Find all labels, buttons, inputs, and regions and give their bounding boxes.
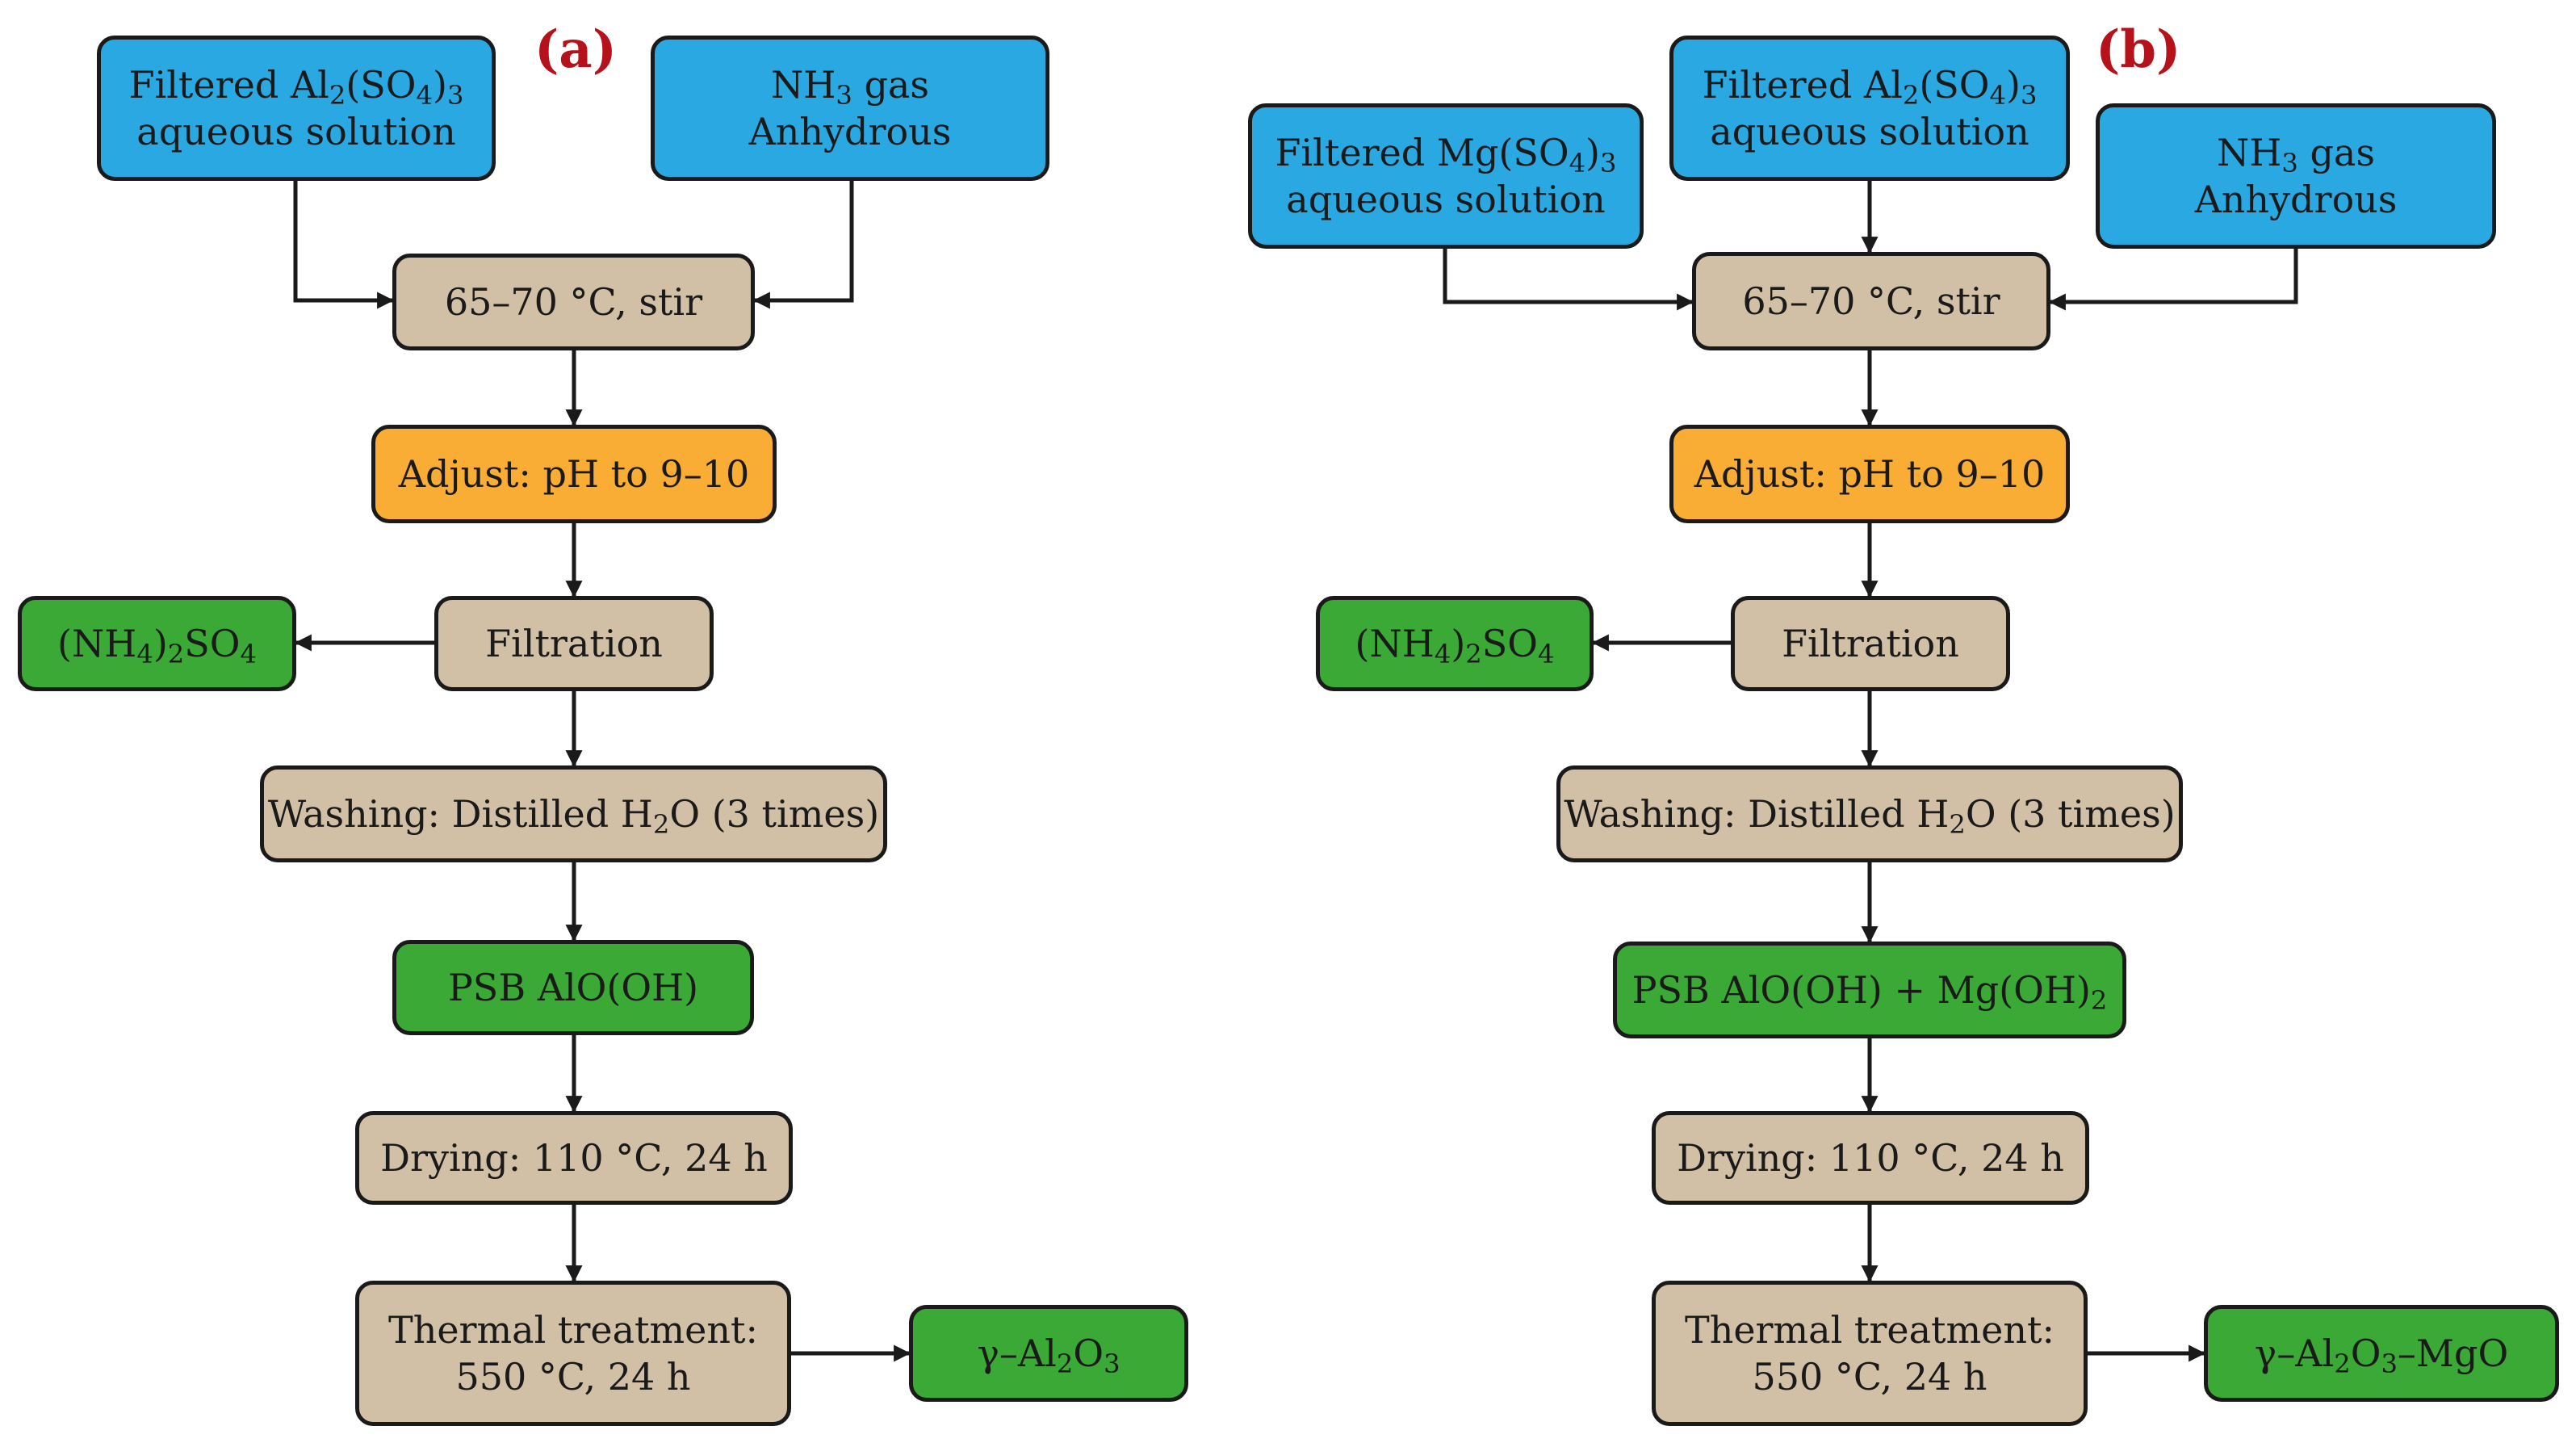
node-text: PSB AlO(OH) + Mg(OH)2: [1632, 967, 2108, 1013]
node-text-line: aqueous solution: [136, 110, 456, 153]
node-text-line: γ–Al2O3–MgO: [2254, 1332, 2509, 1380]
node-text-line: NH3 gas: [2217, 131, 2375, 179]
node-text-line: Filtration: [485, 622, 663, 665]
node-a-psb: PSB AlO(OH): [392, 940, 754, 1035]
node-b-filtration: Filtration: [1731, 596, 2010, 691]
node-text: Thermal treatment:550 °C, 24 h: [388, 1306, 758, 1400]
node-b-byproduct: (NH4)2SO4: [1316, 596, 1594, 691]
node-text-line: PSB AlO(OH) + Mg(OH)2: [1631, 968, 2108, 1017]
node-b-drying: Drying: 110 °C, 24 h: [1652, 1111, 2089, 1205]
node-text-line: 65–70 °C, stir: [444, 280, 703, 324]
node-a-adjust-ph: Adjust: pH to 9–10: [371, 425, 777, 523]
node-text: Drying: 110 °C, 24 h: [1677, 1135, 2064, 1181]
node-text: PSB AlO(OH): [448, 964, 698, 1011]
node-text: Thermal treatment:550 °C, 24 h: [1685, 1306, 2055, 1400]
node-text-line: Filtered Al2(SO4)3: [128, 63, 464, 111]
node-a-filtration: Filtration: [434, 596, 714, 691]
node-text: Drying: 110 °C, 24 h: [380, 1135, 768, 1181]
connector-b-nh3-to-stir: [2048, 249, 2298, 311]
node-b-thermal: Thermal treatment:550 °C, 24 h: [1652, 1281, 2088, 1426]
node-b-psb: PSB AlO(OH) + Mg(OH)2: [1613, 942, 2126, 1038]
node-b-product: γ–Al2O3–MgO: [2204, 1305, 2559, 1402]
node-text-line: 65–70 °C, stir: [1742, 279, 2000, 323]
node-a-washing: Washing: Distilled H2O (3 times): [260, 765, 887, 862]
node-text: Adjust: pH to 9–10: [399, 451, 750, 497]
node-b-stir: 65–70 °C, stir: [1692, 252, 2050, 350]
panel-label-a: (a): [534, 19, 618, 80]
node-text-line: Adjust: pH to 9–10: [1694, 452, 2046, 496]
node-text-line: Drying: 110 °C, 24 h: [380, 1136, 768, 1180]
node-text-line: Filtered Al2(SO4)3: [1702, 63, 2038, 111]
node-text: (NH4)2SO4: [57, 620, 257, 667]
node-b-adjust-ph: Adjust: pH to 9–10: [1669, 425, 2070, 523]
node-text: Washing: Distilled H2O (3 times): [268, 791, 879, 837]
connector-a-nh3-to-stir: [752, 181, 854, 309]
node-text: γ–Al2O3–MgO: [2255, 1330, 2508, 1377]
node-text: Washing: Distilled H2O (3 times): [1564, 791, 2175, 837]
node-text-line: 550 °C, 24 h: [1752, 1355, 1987, 1399]
node-text: Filtration: [1782, 620, 1959, 667]
node-text: Adjust: pH to 9–10: [1694, 451, 2046, 497]
node-text: 65–70 °C, stir: [1742, 278, 2000, 325]
node-a-byproduct: (NH4)2SO4: [18, 596, 296, 691]
node-text-line: γ–Al2O3: [977, 1332, 1120, 1380]
node-text-line: 550 °C, 24 h: [455, 1355, 691, 1399]
node-text-line: Adjust: pH to 9–10: [398, 452, 750, 496]
node-text-line: aqueous solution: [1710, 110, 2029, 153]
node-b-washing: Washing: Distilled H2O (3 times): [1556, 765, 2183, 862]
node-text-line: Drying: 110 °C, 24 h: [1677, 1136, 2064, 1180]
node-a-thermal: Thermal treatment:550 °C, 24 h: [355, 1281, 791, 1426]
node-text-line: Anhydrous: [2194, 178, 2398, 221]
node-text-line: Filtration: [1782, 622, 1959, 665]
node-text-line: Filtered Mg(SO4)3: [1275, 131, 1617, 179]
node-text: Filtration: [485, 620, 663, 667]
connector-a-al-to-stir: [293, 181, 395, 309]
node-text-line: Thermal treatment:: [388, 1308, 758, 1352]
node-a-stir: 65–70 °C, stir: [392, 254, 755, 350]
node-a-product: γ–Al2O3: [909, 1305, 1188, 1402]
node-text-line: Washing: Distilled H2O (3 times): [267, 792, 880, 841]
connector-b-mg-to-stir: [1443, 249, 1694, 311]
node-text-line: PSB AlO(OH): [447, 966, 699, 1009]
node-text: γ–Al2O3: [977, 1330, 1120, 1377]
node-text: 65–70 °C, stir: [445, 279, 702, 325]
node-text-line: (NH4)2SO4: [57, 622, 257, 670]
node-text: (NH4)2SO4: [1355, 620, 1555, 667]
node-a-drying: Drying: 110 °C, 24 h: [355, 1111, 793, 1205]
node-text-line: aqueous solution: [1286, 178, 1606, 221]
node-text-line: NH3 gas: [771, 63, 929, 111]
node-text-line: Anhydrous: [748, 110, 952, 153]
node-text-line: Thermal treatment:: [1685, 1308, 2055, 1352]
panel-label-b: (b): [2096, 19, 2181, 80]
node-text-line: Washing: Distilled H2O (3 times): [1564, 792, 2176, 841]
node-text-line: (NH4)2SO4: [1355, 622, 1555, 670]
